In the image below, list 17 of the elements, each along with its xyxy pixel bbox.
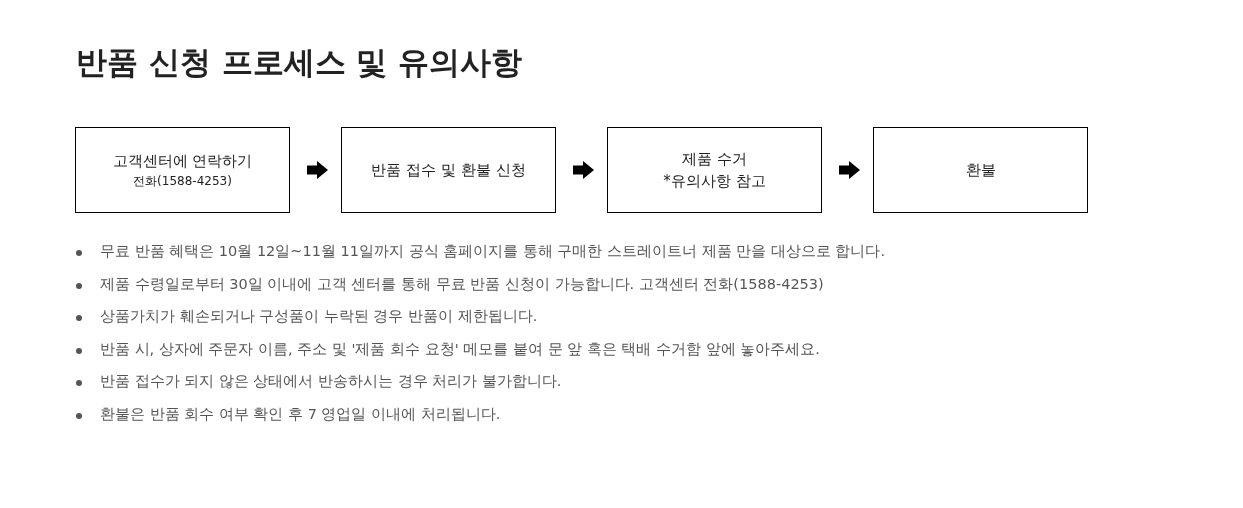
- note-text: 제품 수령일로부터 30일 이내에 고객 센터를 통해 무료 반품 신청이 가능합니다. 고객센터 전화(1588-4253): [100, 274, 824, 294]
- process-box: [607, 127, 822, 213]
- page-title: 반품 신청 프로세스 및 유의사항: [76, 43, 523, 82]
- note-text: 환불은 반품 회수 여부 확인 후 7 영업일 이내에 처리됩니다.: [100, 404, 501, 424]
- note-text: 반품 시, 상자에 주문자 이름, 주소 및 '제품 회수 요청' 메모를 붙여 문 앞 혹은 택배 수거함 앞에 놓아주세요.: [100, 339, 820, 359]
- process-box: [75, 127, 290, 213]
- note-text: 반품 접수가 되지 않은 상태에서 반송하시는 경우 처리가 불가합니다.: [100, 372, 562, 391]
- step-text: 반품 접수 및 환불 신청: [371, 160, 526, 181]
- process-box: [873, 127, 1088, 213]
- step-text: 고객센터에 연락하기: [112, 151, 253, 172]
- process-box: [341, 127, 556, 213]
- note-text: 상품가치가 훼손되거나 구성품이 누락된 경우 반품이 제한됩니다.: [100, 307, 538, 326]
- step-text: 전화(1588-4253): [133, 173, 232, 190]
- step-text: *유의사항 참고: [663, 171, 766, 192]
- note-text: 무료 반품 혜택은 10월 12일~11월 11일까지 공식 홈페이지를 통해 구매한 스트레이트너 제품 만을 대상으로 합니다.: [100, 242, 886, 261]
- step-text: 환불: [965, 160, 996, 181]
- step-text: 제품 수거: [682, 149, 747, 170]
